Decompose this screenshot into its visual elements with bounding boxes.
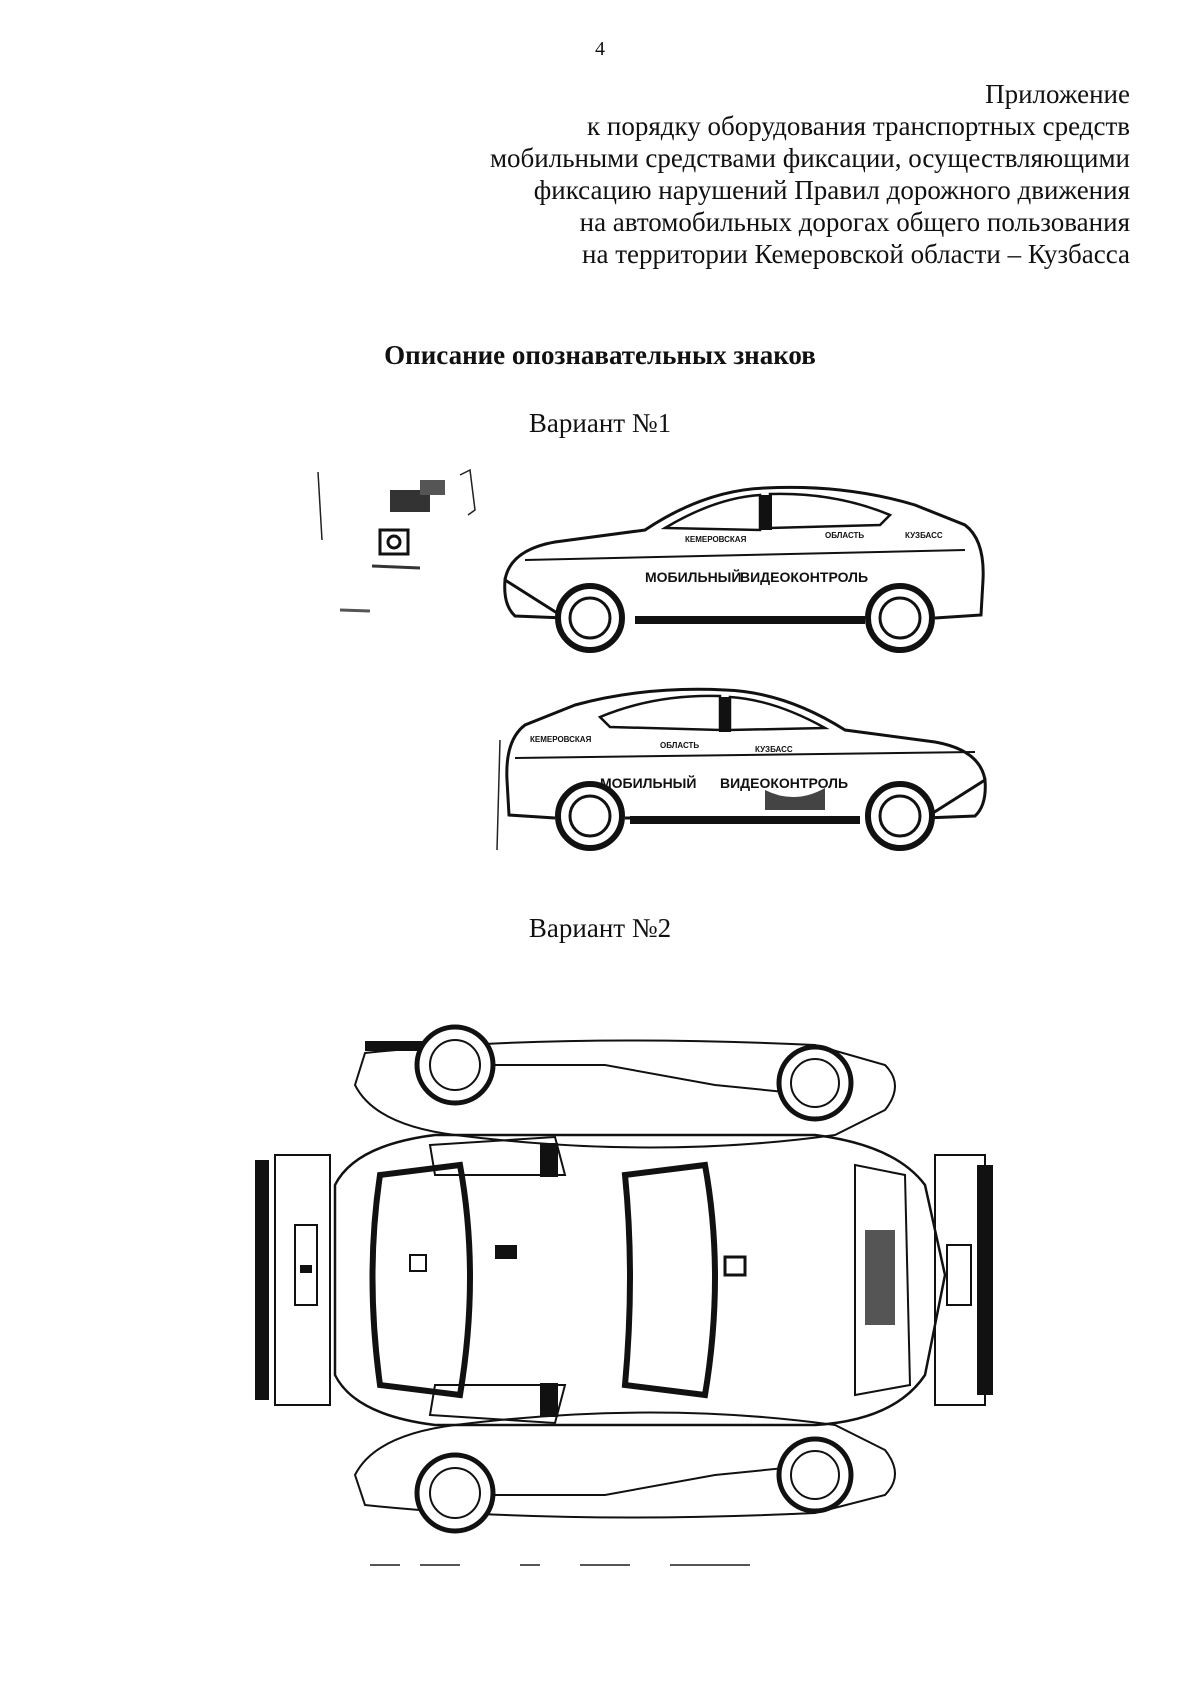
appendix-line: мобильными средствами фиксации, осуществ… (489, 143, 1130, 173)
scan-artifact (370, 1564, 750, 1566)
car-unfolded-diagram (255, 1024, 993, 1534)
car-side-bottom (353, 1411, 896, 1534)
car-top-view (333, 1133, 947, 1427)
car-rear-panel (255, 1154, 331, 1406)
car-side-view-left: КЕМЕРОВСКАЯ ОБЛАСТЬ КУЗБАСС МОБИЛЬНЫЙ ВИ… (496, 687, 987, 851)
car-label-video: ВИДЕОКОНТРОЛЬ (720, 775, 848, 791)
car-front-panel (934, 1154, 993, 1406)
variant-2-title: Вариант №2 (528, 913, 672, 943)
page-number: 4 (595, 38, 605, 60)
car-label-kuzbass: КУЗБАСС (755, 745, 793, 754)
car-side-top (353, 1024, 896, 1149)
variant-1-title: Вариант №1 (528, 408, 672, 438)
car-side-view-right: КЕМЕРОВСКАЯ ОБЛАСТЬ КУЗБАСС МОБИЛЬНЫЙ ВИ… (503, 485, 985, 653)
car-label-oblast: ОБЛАСТЬ (660, 741, 699, 750)
car-label-oblast: ОБЛАСТЬ (825, 531, 864, 540)
appendix-line: на территории Кемеровской области – Кузб… (582, 239, 1130, 269)
car-label-video: ВИДЕОКОНТРОЛЬ (740, 569, 868, 585)
document-heading: Описание опознавательных знаков (384, 340, 816, 370)
car-label-region: КЕМЕРОВСКАЯ (685, 535, 747, 544)
car-label-mobile: МОБИЛЬНЫЙ (600, 774, 696, 791)
car-label-mobile: МОБИЛЬНЫЙ (645, 568, 741, 585)
appendix-line: Приложение (985, 79, 1130, 109)
scan-fragment (317, 468, 476, 613)
appendix-block: Приложение к порядку оборудования трансп… (370, 78, 1130, 270)
car-label-kuzbass: КУЗБАСС (905, 531, 943, 540)
appendix-line: к порядку оборудования транспортных сред… (587, 111, 1130, 141)
appendix-line: на автомобильных дорогах общего пользова… (579, 207, 1130, 237)
appendix-line: фиксацию нарушений Правил дорожного движ… (533, 175, 1130, 205)
car-label-region: КЕМЕРОВСКАЯ (530, 735, 592, 744)
